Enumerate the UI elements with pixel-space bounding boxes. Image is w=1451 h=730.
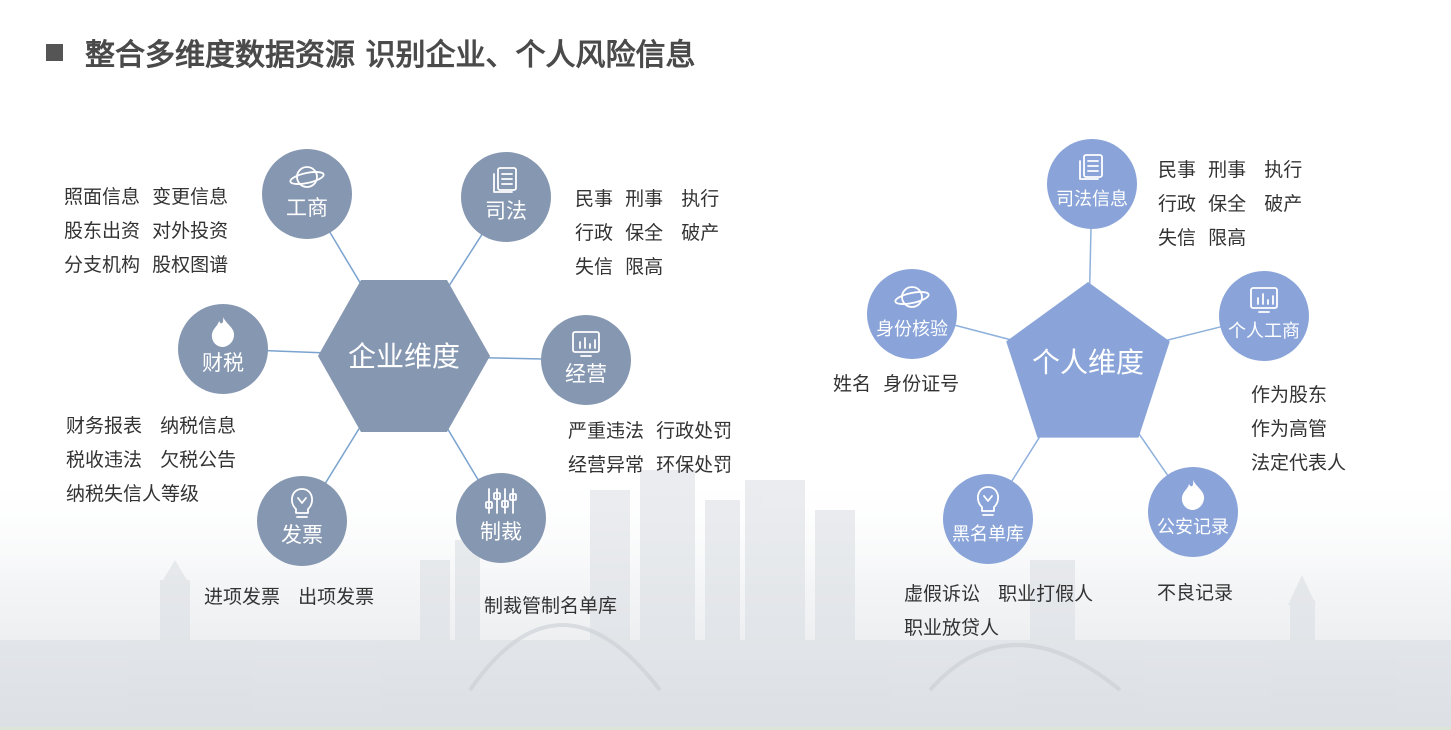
enterprise-details-jingying: 严重违法 行政处罚经营异常 环保处罚 <box>568 414 732 482</box>
flame-icon <box>1181 480 1205 510</box>
enterprise-node-zhicai: 制裁 <box>456 473 546 563</box>
enterprise-node-sifa: 司法 <box>461 152 551 242</box>
enterprise-details-sifa: 民事 刑事 执行行政 保全 破产失信 限高 <box>575 182 719 284</box>
personal-detail-line: 不良记录 <box>1157 582 1234 604</box>
enterprise-node-circle <box>541 315 631 405</box>
personal-node-label: 个人工商 <box>1228 321 1300 342</box>
personal-detail-line: 虚假诉讼 职业打假人 <box>904 583 1094 605</box>
enterprise-detail-line: 制裁管制名单库 <box>484 595 618 617</box>
personal-connector-sifaxinxi <box>1088 226 1092 289</box>
personal-node-circle <box>1219 271 1309 361</box>
lightbulb-icon <box>977 486 999 516</box>
personal-node-label: 司法信息 <box>1056 189 1128 210</box>
document-icon <box>493 167 517 193</box>
personal-detail-line: 职业放贷人 <box>904 617 1000 639</box>
personal-node-label: 黑名单库 <box>952 524 1024 545</box>
personal-details-gongan: 不良记录 <box>1157 576 1233 610</box>
enterprise-details-gongshang: 照面信息 变更信息股东出资 对外投资分支机构 股权图谱 <box>64 180 228 282</box>
personal-node-heiming: 黑名单库 <box>943 474 1033 564</box>
enterprise-node-label: 发票 <box>281 523 323 547</box>
enterprise-node-gongshang: 工商 <box>262 149 352 239</box>
personal-detail-line: 失信 限高 <box>1158 227 1247 249</box>
enterprise-node-circle <box>178 304 268 394</box>
personal-node-label: 身份核验 <box>876 319 948 340</box>
enterprise-node-jingying: 经营 <box>541 315 631 405</box>
personal-details-gerengongshang: 作为股东作为高管法定代表人 <box>1251 378 1346 480</box>
enterprise-detail-line: 失信 限高 <box>575 256 664 278</box>
personal-detail-line: 作为股东 <box>1251 384 1328 406</box>
enterprise-node-circle <box>461 152 551 242</box>
flame-icon <box>211 317 235 347</box>
personal-node-sifaxinxi: 司法信息 <box>1047 139 1137 229</box>
page-title-bar: 整合多维度数据资源 识别企业、个人风险信息 <box>46 30 695 74</box>
enterprise-detail-line: 财务报表 纳税信息 <box>66 415 237 437</box>
chart-icon <box>1250 287 1278 313</box>
enterprise-center-label: 企业维度 <box>348 340 460 373</box>
personal-connector-gerengongshang <box>1157 325 1223 344</box>
title-bullet-icon <box>46 43 63 61</box>
enterprise-detail-line: 分支机构 股权图谱 <box>64 254 229 276</box>
enterprise-details-caishui: 财务报表 纳税信息税收违法 欠税公告纳税失信人等级 <box>66 409 236 511</box>
personal-details-heiming: 虚假诉讼 职业打假人职业放贷人 <box>904 577 1093 645</box>
personal-detail-line: 姓名 身份证号 <box>833 373 960 395</box>
personal-center-label: 个人维度 <box>1032 346 1144 379</box>
enterprise-center-hexagon <box>318 280 490 432</box>
enterprise-detail-line: 税收违法 欠税公告 <box>66 449 237 471</box>
enterprise-detail-line: 行政 保全 破产 <box>575 222 720 244</box>
personal-node-gerengongshang: 个人工商 <box>1219 271 1309 361</box>
sliders-icon <box>485 488 517 514</box>
document-icon <box>1079 154 1103 180</box>
enterprise-node-circle <box>262 149 352 239</box>
enterprise-detail-line: 经营异常 环保处罚 <box>568 454 733 476</box>
page-title: 整合多维度数据资源 识别企业、个人风险信息 <box>85 38 696 73</box>
personal-detail-line: 作为高管 <box>1251 418 1328 440</box>
personal-node-circle <box>1148 467 1238 557</box>
personal-details-shenfen: 姓名 身份证号 <box>833 367 959 401</box>
personal-detail-line: 民事 刑事 执行 <box>1158 159 1303 181</box>
enterprise-detail-line: 严重违法 行政处罚 <box>568 420 733 442</box>
enterprise-detail-line: 纳税失信人等级 <box>66 483 200 505</box>
personal-connector-shenfen <box>953 324 1019 343</box>
personal-node-shenfen: 身份核验 <box>867 269 957 359</box>
chart-icon <box>572 331 600 357</box>
enterprise-node-label: 工商 <box>286 196 328 220</box>
planet-icon <box>289 166 325 188</box>
personal-node-circle <box>867 269 957 359</box>
enterprise-node-label: 制裁 <box>480 520 522 544</box>
personal-center-pentagon <box>1006 282 1170 438</box>
enterprise-detail-line: 进项发票 出项发票 <box>204 586 375 608</box>
enterprise-node-circle <box>456 473 546 563</box>
personal-node-label: 公安记录 <box>1157 517 1229 538</box>
enterprise-node-fapiao: 发票 <box>257 476 347 566</box>
enterprise-node-circle <box>257 476 347 566</box>
enterprise-detail-line: 民事 刑事 执行 <box>575 188 720 210</box>
planet-icon <box>894 286 930 308</box>
enterprise-node-label: 司法 <box>485 199 527 223</box>
enterprise-node-label: 经营 <box>565 362 607 386</box>
personal-detail-line: 法定代表人 <box>1251 452 1347 474</box>
enterprise-details-zhicai: 制裁管制名单库 <box>484 589 617 623</box>
personal-node-gongan: 公安记录 <box>1148 467 1238 557</box>
enterprise-details-fapiao: 进项发票 出项发票 <box>204 580 374 614</box>
enterprise-detail-line: 股东出资 对外投资 <box>64 220 229 242</box>
bottom-divider <box>0 727 1451 730</box>
personal-details-sifaxinxi: 民事 刑事 执行行政 保全 破产失信 限高 <box>1158 153 1302 255</box>
enterprise-detail-line: 照面信息 变更信息 <box>64 186 229 208</box>
enterprise-node-caishui: 财税 <box>178 304 268 394</box>
personal-node-circle <box>1047 139 1137 229</box>
personal-detail-line: 行政 保全 破产 <box>1158 193 1303 215</box>
enterprise-node-label: 财税 <box>202 351 244 375</box>
lightbulb-icon <box>291 488 313 518</box>
personal-node-circle <box>943 474 1033 564</box>
